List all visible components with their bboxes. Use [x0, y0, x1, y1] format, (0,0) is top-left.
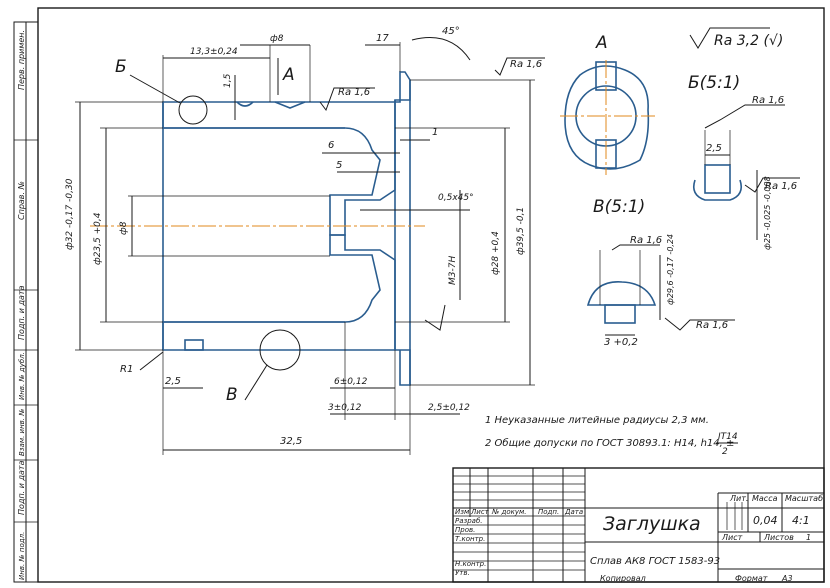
tb-format-value: А3: [781, 574, 793, 583]
ra-right-top: Ra 1,6: [510, 59, 542, 70]
detail-b-circle: [178, 95, 208, 125]
tb-podp: Подп.: [538, 508, 559, 516]
tb-sheets-label: Листов: [763, 533, 794, 542]
v-dim-d29-6: ф29,6 -0,17 -0,24: [666, 234, 675, 305]
dim-chamfer: 0,5x45°: [438, 193, 474, 203]
tb-list: Лист: [470, 508, 490, 516]
dim-d8-inner: ф8: [119, 221, 129, 235]
view-a-label: А: [595, 33, 608, 53]
b-ra-2: Ra 1,6: [765, 181, 797, 192]
view-v: [586, 244, 735, 336]
main-section: [75, 37, 545, 455]
label-a-arrow: А: [282, 65, 295, 85]
tb-scale-label: Масштаб: [785, 494, 823, 503]
tb-lit-label: Лит.: [729, 494, 748, 503]
stamp-2: Справ. №: [17, 181, 26, 220]
tb-format-label: Формат: [735, 574, 768, 583]
dim-d39-5: ф39,5 -0,1: [516, 207, 526, 255]
view-b-label: Б(5:1): [688, 73, 740, 93]
tb-role-6: Утв.: [455, 569, 470, 577]
tb-role-3: Т.контр.: [455, 535, 485, 543]
tb-data: Дата: [564, 508, 583, 516]
tb-ndoc: № докум.: [491, 508, 527, 516]
view-b: [692, 104, 800, 240]
dim-m3: М3-7Н: [448, 256, 458, 285]
dim-d28: ф28 +0,4: [491, 231, 501, 275]
dim-d8-top: ф8: [270, 34, 284, 44]
note-fraction-num: IT14: [718, 432, 738, 442]
tb-mass-label: Масса: [752, 494, 778, 503]
tb-role-2: Пров.: [455, 526, 475, 534]
detail-v-circle: [259, 329, 301, 371]
tb-role-5: Н.контр.: [455, 560, 486, 568]
stamp-7: Инв. № подл.: [18, 532, 26, 580]
view-v-label: В(5:1): [593, 197, 645, 217]
stamp-6: Подп. и дата: [17, 460, 26, 515]
label-b: Б: [115, 57, 127, 77]
tb-mass-value: 0,04: [753, 514, 778, 527]
stamp-4: Инв. № дубл.: [18, 352, 26, 400]
side-stamp: Перв. примен. Справ. № Подп. и дата Инв.…: [13, 21, 39, 583]
dim-5: 5: [336, 160, 342, 171]
stamp-1: Перв. примен.: [17, 30, 26, 90]
v-ra-2: Ra 1,6: [696, 320, 728, 331]
tb-sheet-label: Лист: [721, 533, 743, 542]
b-dim-d25: ф25 -0,025 -0,008: [763, 176, 772, 250]
tb-part-name: Заглушка: [603, 513, 701, 535]
drawing-frame: [37, 7, 825, 583]
stamp-3: Подп. и дата: [17, 285, 26, 340]
dim-6-012: 6±0,12: [334, 377, 368, 387]
roughness-general-text: Ra 3,2 (√): [714, 33, 783, 49]
dim-17: 17: [376, 33, 389, 44]
note-fraction-den: 2: [722, 447, 728, 457]
ra-top: Ra 1,6: [338, 87, 370, 98]
b-dim-2-5: 2,5: [706, 143, 722, 154]
v-dim-3: 3 +0,2: [604, 337, 638, 348]
stamp-5: Взам. инв. №: [18, 408, 26, 456]
tb-izm: Изм.: [455, 508, 471, 516]
tb-role-1: Разраб.: [455, 517, 483, 525]
general-roughness: Ra 3,2 (√): [689, 27, 783, 49]
dim-r1: R1: [120, 364, 133, 375]
title-block: [452, 467, 825, 583]
dim-6: 6: [328, 140, 334, 151]
v-ra-1: Ra 1,6: [630, 235, 662, 246]
dim-45: 45°: [442, 26, 460, 37]
tb-copied: Копировал: [600, 574, 646, 583]
dim-2-5-bottom: 2,5: [165, 376, 181, 387]
b-ra-1: Ra 1,6: [752, 95, 784, 106]
dim-2-5-012: 2,5±0,12: [428, 403, 470, 413]
tb-sheets-value: 1: [806, 533, 811, 542]
view-a: [560, 60, 655, 175]
tb-material: Сплав АК8 ГОСТ 1583-93: [590, 556, 720, 567]
dim-3-012: 3±0,12: [328, 403, 362, 413]
dim-d23-5: ф23,5 +0,4: [93, 212, 103, 265]
dim-13-3: 13,3±0,24: [190, 47, 238, 57]
dim-1-5: 1,5: [223, 73, 233, 88]
dim-1: 1: [432, 127, 438, 138]
label-v: В: [226, 385, 238, 405]
note-1: 1 Неуказанные литейные радиусы 2,3 мм.: [485, 415, 709, 426]
dim-d32: ф32 -0,17 -0,30: [65, 178, 75, 250]
note-2: 2 Общие допуски по ГОСТ 30893.1: H14, h1…: [485, 437, 734, 449]
tb-scale-value: 4:1: [792, 514, 810, 527]
dim-32-5: 32,5: [280, 436, 302, 447]
